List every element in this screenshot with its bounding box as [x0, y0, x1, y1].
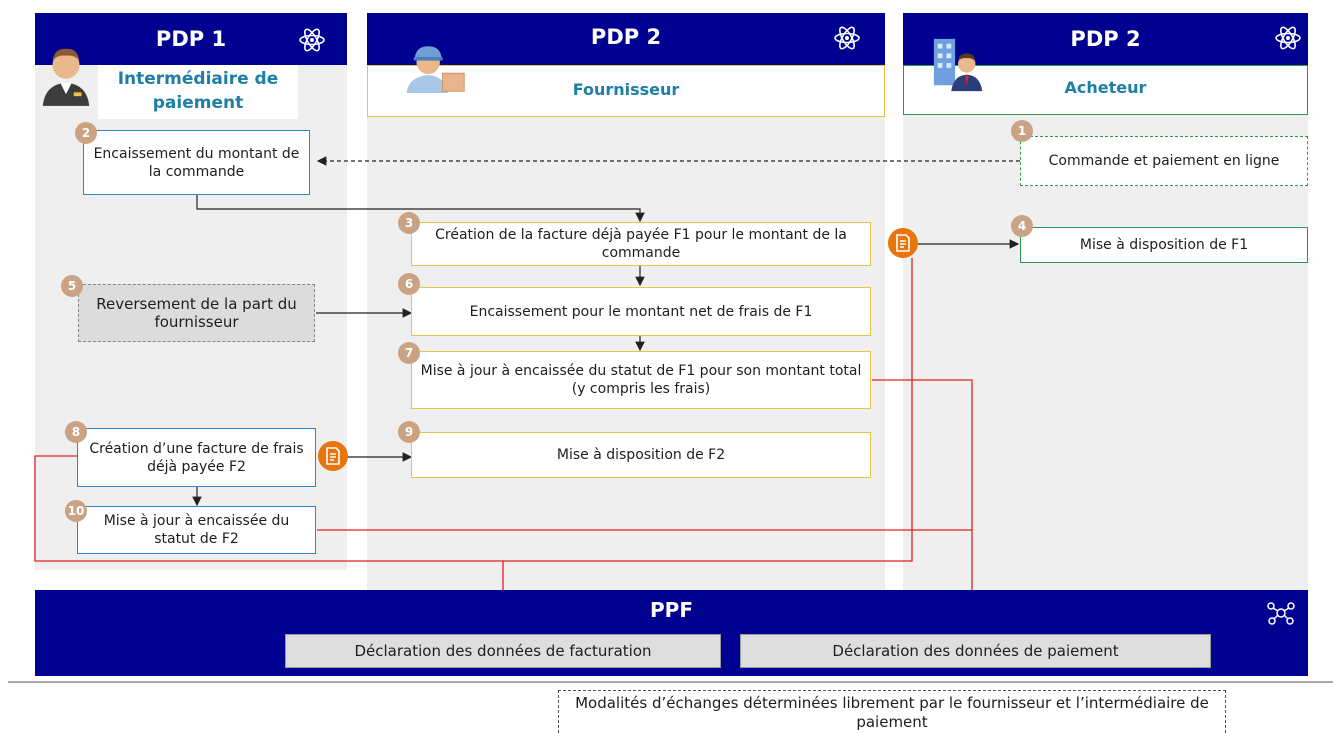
step-7-box: Mise à jour à encaissée du statut de F1 …: [411, 351, 871, 409]
supplier-avatar: [406, 46, 465, 93]
step-8-text: Création d’une facture de frais déjà pay…: [89, 440, 304, 475]
invoice-document-icon: [318, 441, 348, 471]
step-badge-8: 8: [65, 421, 87, 443]
declaration-paiement: Déclaration des données de paiement: [740, 634, 1211, 668]
column-left-header: PDP 1: [35, 13, 347, 65]
atom-icon: [1275, 26, 1301, 50]
step-10-text: Mise à jour à encaissée du statut de F2: [103, 513, 290, 547]
network-icon: [1267, 602, 1295, 625]
role-label-supplier: Fournisseur: [572, 80, 680, 99]
step-9-text: Mise à disposition de F2: [556, 447, 726, 463]
step-2-box: Encaissement du montant de la commande: [83, 130, 310, 195]
step-2-text: Encaissement du montant de la commande: [93, 145, 300, 180]
invoice-document-icon: [888, 228, 918, 258]
step-badge-10: 10: [65, 500, 87, 522]
step-badge-5: 5: [61, 275, 83, 297]
step-badge-2: 2: [75, 122, 97, 144]
role-label-payment-intermediary: Intermédiaire de paiement: [117, 69, 279, 113]
step-4-box: Mise à disposition de F1: [1020, 227, 1308, 263]
column-left-role: Intermédiaire de paiement: [98, 65, 298, 119]
declaration-facturation: Déclaration des données de facturation: [285, 634, 721, 668]
column-middle-header: PDP 2: [367, 13, 885, 65]
step-10-box: Mise à jour à encaissée du statut de F2: [77, 506, 316, 554]
step-badge-9: 9: [398, 421, 420, 443]
step-6-text: Encaissement pour le montant net de frai…: [469, 303, 813, 320]
step-badge-3: 3: [398, 212, 420, 234]
legend-text: Modalités d’échanges déterminées libreme…: [575, 694, 1209, 731]
step-9-box: Mise à disposition de F2: [411, 432, 871, 478]
step-badge-4: 4: [1011, 215, 1033, 237]
step-6-box: Encaissement pour le montant net de frai…: [411, 287, 871, 336]
step-3-box: Création de la facture déjà payée F1 pou…: [411, 222, 871, 266]
step-5-text: Reversement de la part du fournisseur: [96, 295, 297, 331]
step-1-box: Commande et paiement en ligne: [1020, 136, 1308, 186]
column-left-title: PDP 1: [155, 27, 227, 51]
buyer-avatar: [933, 38, 983, 92]
step-badge-6: 6: [398, 273, 420, 295]
step-badge-1: 1: [1011, 120, 1033, 142]
payment-intermediary-avatar: [42, 48, 90, 106]
atom-icon: [834, 26, 860, 50]
atom-icon: [299, 28, 325, 52]
step-badge-7: 7: [398, 342, 420, 364]
role-label-buyer: Acheteur: [1064, 78, 1147, 97]
legend-box: Modalités d’échanges déterminées libreme…: [558, 690, 1226, 733]
step-8-box: Création d’une facture de frais déjà pay…: [77, 428, 316, 487]
step-7-text: Mise à jour à encaissée du statut de F1 …: [420, 363, 862, 397]
step-5-box: Reversement de la part du fournisseur: [78, 284, 315, 342]
step-4-text: Mise à disposition de F1: [1079, 237, 1249, 253]
step-1-text: Commande et paiement en ligne: [1048, 153, 1280, 169]
column-middle-title: PDP 2: [590, 25, 662, 49]
ppf-title: PPF: [650, 598, 693, 622]
step-3-text: Création de la facture déjà payée F1 pou…: [435, 227, 847, 261]
column-right-title: PDP 2: [1070, 27, 1141, 51]
